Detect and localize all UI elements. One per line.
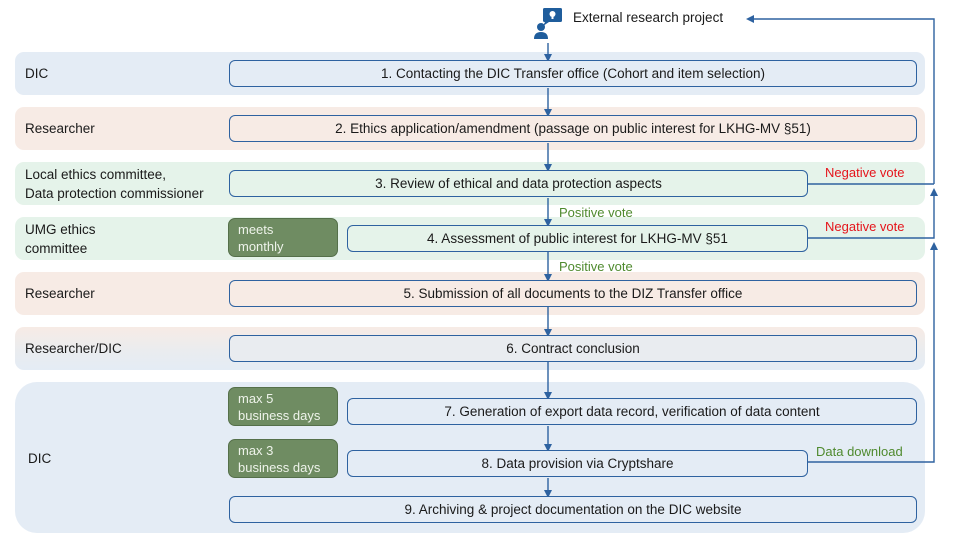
step-1-contact-transfer-office[interactable]: 1. Contacting the DIC Transfer office (C…: [229, 60, 917, 87]
step-9-archiving-documentation[interactable]: 9. Archiving & project documentation on …: [229, 496, 917, 523]
lane-label: Local ethics committee, Data protection …: [25, 167, 204, 201]
step-6-contract-conclusion[interactable]: 6. Contract conclusion: [229, 335, 917, 362]
badge-meets-monthly: meets monthly: [228, 218, 338, 257]
step-3-review-ethics-data-protection[interactable]: 3. Review of ethical and data protection…: [229, 170, 808, 197]
lane-label: DIC: [28, 451, 52, 466]
lane-label: Researcher: [25, 121, 95, 136]
researcher-idea-icon: [534, 8, 562, 39]
step-4-assessment-public-interest[interactable]: 4. Assessment of public interest for LKH…: [347, 225, 808, 252]
step-7-export-data-record[interactable]: 7. Generation of export data record, ver…: [347, 398, 917, 425]
lane-label: UMG ethics committee: [25, 222, 96, 256]
negative-vote-label: Negative vote: [825, 219, 905, 234]
lane-label: Researcher/DIC: [25, 341, 122, 356]
badge-max-5-days: max 5 business days: [228, 387, 338, 426]
step-5-submission-documents[interactable]: 5. Submission of all documents to the DI…: [229, 280, 917, 307]
badge-max-3-days: max 3 business days: [228, 439, 338, 478]
positive-vote-label: Positive vote: [559, 259, 633, 274]
data-download-label: Data download: [816, 444, 903, 459]
lane-label: Researcher: [25, 286, 95, 301]
step-2-ethics-application[interactable]: 2. Ethics application/amendment (passage…: [229, 115, 917, 142]
positive-vote-label: Positive vote: [559, 205, 633, 220]
lane-label: DIC: [25, 66, 49, 81]
step-8-data-provision-cryptshare[interactable]: 8. Data provision via Cryptshare: [347, 450, 808, 477]
negative-vote-label: Negative vote: [825, 165, 905, 180]
project-title: External research project: [573, 10, 724, 25]
feedback-line-main: [746, 15, 935, 184]
